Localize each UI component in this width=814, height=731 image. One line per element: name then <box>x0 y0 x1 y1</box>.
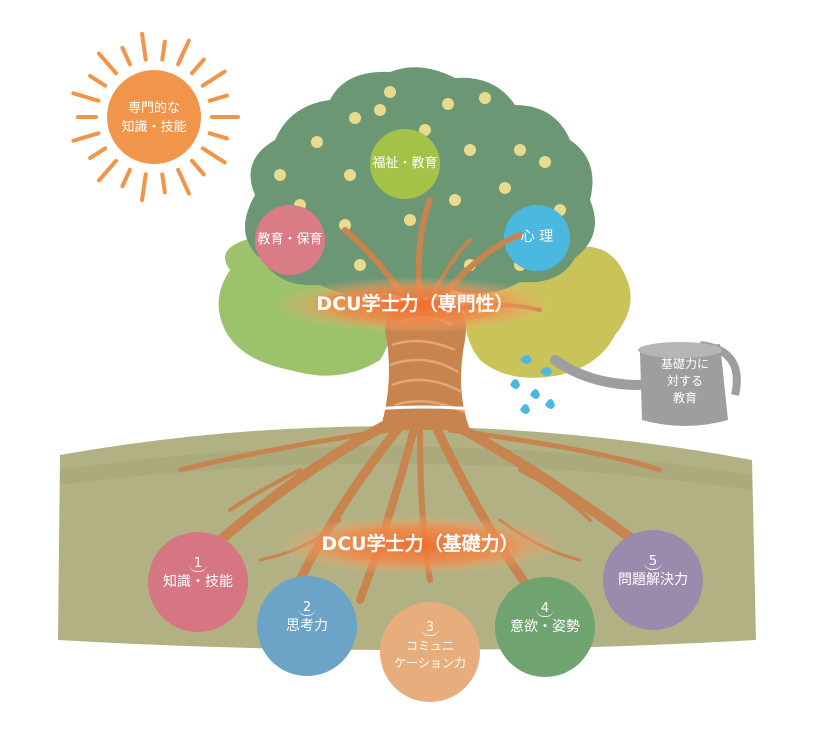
sun-label-line-1: 専門的な <box>127 101 180 116</box>
sun-ray <box>88 146 108 161</box>
sun-ray <box>88 73 108 88</box>
ability-text-3a: コミュニ <box>405 639 454 653</box>
sun-rays <box>71 31 240 203</box>
specialty-label-hoiku: 教育・保育 <box>257 232 323 247</box>
watering-can <box>550 341 741 426</box>
canopy-dot <box>274 169 286 181</box>
sun-ray <box>96 158 119 183</box>
ability-number-2: 2 <box>298 600 316 616</box>
canopy-dot <box>514 144 526 156</box>
watering-can-label: 基礎力に 対する 教育 <box>645 356 725 407</box>
sun-ray <box>189 57 206 76</box>
sun-ray <box>176 38 191 67</box>
ability-circle-1 <box>148 532 248 632</box>
sun-ray <box>160 39 167 62</box>
canopy-dot <box>384 86 396 98</box>
ability-circle-5 <box>603 530 703 630</box>
watering-can-line-2: 対する <box>666 374 703 388</box>
bubble-shinri <box>504 205 570 271</box>
ability-number-5: 5 <box>644 554 662 570</box>
sun <box>107 70 201 164</box>
specialty-label-fukushi: 福祉・教育 <box>372 156 438 171</box>
canopy-dot <box>442 98 454 110</box>
sun-ray <box>189 158 206 177</box>
bubble-hoiku <box>255 205 325 275</box>
sun-ray <box>140 172 148 203</box>
canopy-dot <box>374 104 386 116</box>
upper-dcu-label: DCU学士力（専門性） <box>316 293 514 315</box>
canopy-dot <box>464 144 476 156</box>
canopy-dot <box>354 259 366 271</box>
sun-ray <box>140 31 148 62</box>
canopy-dot <box>349 112 361 124</box>
canopy-dot <box>539 156 551 168</box>
ability-text-2: 思考力 <box>286 618 328 634</box>
ability-label-5: 5 問題解決力 <box>603 554 703 590</box>
sun-label: 専門的な 知識・技能 <box>104 99 204 137</box>
watering-can-line-3: 教育 <box>672 391 697 405</box>
ability-number-3: 3 <box>421 620 439 636</box>
canopy-dot <box>499 182 511 194</box>
sun-ray <box>207 131 229 141</box>
ability-number-1: 1 <box>189 556 207 572</box>
ability-text-3b: ケーション力 <box>394 656 466 670</box>
canopy-dot <box>449 194 461 206</box>
sun-ray <box>207 93 229 103</box>
sun-ray <box>200 146 227 165</box>
upper-glow <box>275 277 555 333</box>
canopy-dot <box>311 136 323 148</box>
canopy-dot <box>404 214 416 226</box>
sun-ray <box>176 167 191 196</box>
ability-circle-3 <box>380 602 480 702</box>
roots <box>177 415 663 604</box>
canopy-dot <box>419 124 431 136</box>
ability-text-5: 問題解決力 <box>618 572 688 588</box>
sun-ray <box>200 69 227 88</box>
canopy-dot <box>479 92 491 104</box>
water-drops <box>510 355 555 414</box>
sun-ray <box>120 45 132 67</box>
sun-ray <box>96 51 119 76</box>
ability-label-1: 1 知識・技能 <box>148 556 248 592</box>
bubble-fukushi <box>370 129 440 199</box>
canopy-dot <box>339 219 351 231</box>
ability-label-2: 2 思考力 <box>257 600 357 636</box>
lower-glow <box>275 515 565 575</box>
sun-ray <box>120 167 132 189</box>
ability-number-4: 4 <box>536 601 554 617</box>
lower-dcu-label: DCU学士力（基礎力） <box>321 533 519 555</box>
ability-circle-2 <box>257 576 357 676</box>
sun-ray <box>71 131 101 143</box>
canopy-dot <box>344 169 356 181</box>
watering-can-line-1: 基礎力に <box>660 357 709 371</box>
ability-label-3: 3 コミュニ ケーション力 <box>380 620 480 672</box>
sun-ray <box>71 91 101 103</box>
ground-line <box>344 405 506 414</box>
ability-circle-4 <box>495 577 595 677</box>
ability-text-4: 意欲・姿勢 <box>510 619 580 635</box>
sun-label-line-2: 知識・技能 <box>121 120 187 135</box>
ability-label-4: 4 意欲・姿勢 <box>495 601 595 637</box>
sun-ray <box>160 172 167 195</box>
specialty-label-shinri: 心 理 <box>520 229 554 245</box>
ability-text-1: 知識・技能 <box>163 574 233 590</box>
